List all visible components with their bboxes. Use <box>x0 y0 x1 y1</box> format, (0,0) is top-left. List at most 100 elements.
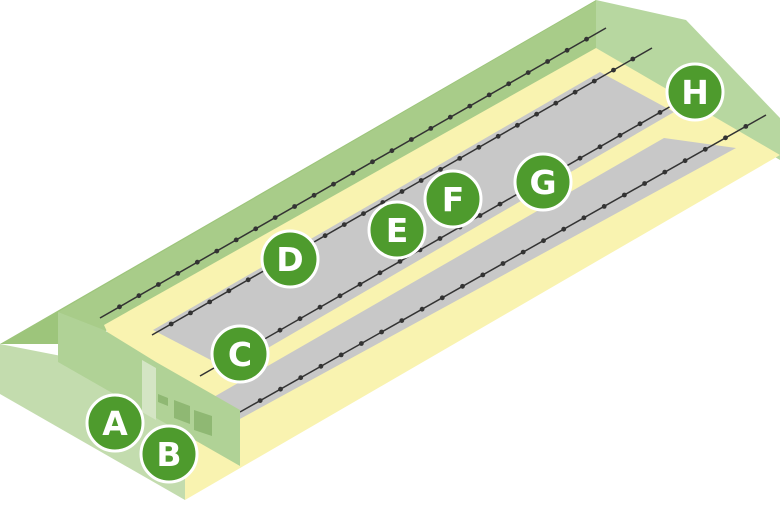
wire-dot <box>534 111 539 117</box>
wire-dot <box>438 167 443 172</box>
wire-dot <box>399 189 405 194</box>
equipment-box <box>174 400 190 424</box>
wire-dot <box>207 299 213 305</box>
wire-dot <box>497 201 503 207</box>
wire-dot <box>437 236 443 241</box>
wire-dot <box>117 304 122 310</box>
wire-dot <box>581 215 587 221</box>
marker-label: B <box>156 435 181 474</box>
wire-dot <box>272 215 278 221</box>
wire-dot <box>377 270 383 276</box>
marker-label: E <box>386 211 409 250</box>
wire-dot <box>553 100 559 106</box>
wire-dot <box>577 155 583 161</box>
wire-dot <box>601 204 607 209</box>
wire-dot <box>467 103 473 109</box>
wire-dot <box>584 36 589 42</box>
wire-dot <box>419 306 425 312</box>
wire-dot <box>515 122 520 128</box>
wire-dot <box>743 124 749 129</box>
wire-dot <box>253 226 259 232</box>
marker-F[interactable]: F <box>423 169 483 229</box>
wire-dot <box>520 249 526 255</box>
wire-dot <box>702 146 708 152</box>
equipment-box <box>194 410 212 436</box>
wire-dot <box>495 133 501 139</box>
wire-dot <box>226 288 232 294</box>
wire-dot <box>278 386 283 392</box>
door-opening <box>142 360 156 420</box>
wire-dot <box>486 92 492 98</box>
wire-dot <box>233 237 239 243</box>
wire-dot <box>399 318 405 323</box>
wire-dot <box>379 329 384 335</box>
wire-dot <box>317 304 323 310</box>
marker-label: G <box>529 163 556 202</box>
wire-dot <box>642 181 647 186</box>
wire-dot <box>682 158 688 164</box>
wire-dot <box>409 137 414 142</box>
wire-dot <box>611 67 616 73</box>
wire-dot <box>480 272 486 278</box>
wire-dot <box>541 238 546 244</box>
wire-dot <box>662 169 668 175</box>
marker-label: F <box>442 180 465 219</box>
wire-dot <box>245 277 251 283</box>
marker-D[interactable]: D <box>260 229 320 289</box>
marker-label: H <box>681 73 709 112</box>
equipment-boxes <box>158 394 212 436</box>
wire-dot <box>156 282 161 287</box>
wire-dot <box>359 341 364 346</box>
markers: A B C D E F G H <box>85 62 725 484</box>
marker-G[interactable]: G <box>513 152 573 212</box>
wire-dot <box>506 81 512 87</box>
wire-dot <box>597 144 603 150</box>
wire-dot <box>389 148 395 154</box>
wire-dot <box>477 213 483 218</box>
wire-dot <box>214 248 220 254</box>
roof-panel-edge <box>58 1 596 334</box>
wire-dot <box>439 295 445 301</box>
marker-A[interactable]: A <box>85 393 145 453</box>
wire-dot <box>311 192 317 198</box>
wire-dot <box>428 125 434 131</box>
marker-label: A <box>102 404 128 443</box>
marker-label: D <box>276 240 303 279</box>
wire-dot <box>723 135 728 141</box>
wire-dot <box>447 114 453 120</box>
wire-dot <box>194 259 200 265</box>
wire-dot <box>322 233 328 239</box>
wire-dot <box>476 144 482 150</box>
wire-dot <box>500 261 506 266</box>
marker-E[interactable]: E <box>367 200 427 260</box>
marker-C[interactable]: C <box>210 324 270 384</box>
wire-dot <box>591 78 597 84</box>
marker-B[interactable]: B <box>139 424 199 484</box>
wire-dot <box>188 310 193 316</box>
wire-dot <box>418 178 424 183</box>
wire-dot <box>457 156 463 161</box>
wire-dot <box>630 56 636 62</box>
roof-panel <box>0 0 596 344</box>
wire-dot <box>277 327 283 333</box>
wire-dot <box>361 211 366 217</box>
wire-dot <box>617 132 623 138</box>
wire-dot <box>136 293 142 299</box>
wire-dot <box>545 59 550 64</box>
wire-dot <box>525 70 531 75</box>
wire-dot <box>564 47 570 53</box>
wire-dot <box>572 89 578 95</box>
wire-dot <box>257 398 263 403</box>
wire-dot <box>350 170 356 176</box>
marker-H[interactable]: H <box>665 62 725 122</box>
wire-dot <box>460 283 465 289</box>
wire-dot <box>622 192 627 198</box>
wire-dot <box>331 181 336 187</box>
marker-label: C <box>228 335 252 374</box>
wire-dot <box>337 293 343 299</box>
wire-dot <box>292 204 297 209</box>
wire-dot <box>657 110 663 115</box>
wire-dot <box>175 271 181 276</box>
wire-dot <box>298 375 304 381</box>
